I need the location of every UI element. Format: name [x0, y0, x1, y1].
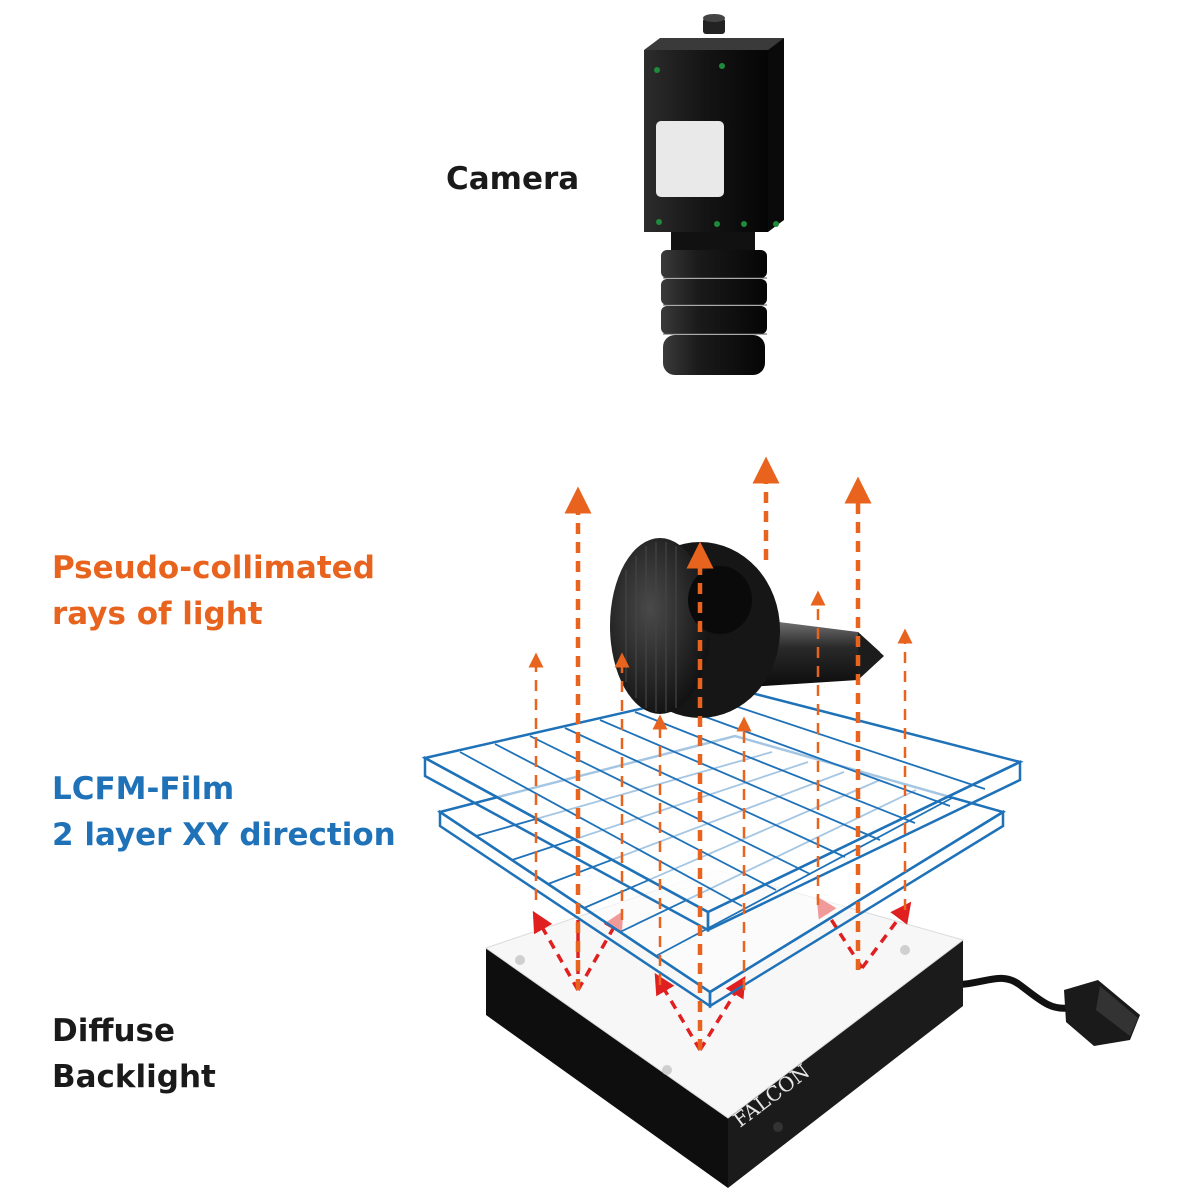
camera-label: Camera	[446, 161, 580, 197]
scatter-arrows	[532, 896, 912, 1051]
rays-label-line-1: Pseudo-collimated	[52, 550, 375, 586]
lcfm-film-upper	[421, 686, 1024, 933]
film-label-line-1: LCFM-Film	[52, 771, 235, 807]
backlight-label-line-1: Diffuse	[52, 1013, 176, 1049]
backlight-label: Diffuse Backlight	[52, 1008, 216, 1100]
collimated-rays	[528, 456, 913, 1050]
camera-icon	[644, 14, 784, 375]
backlight-label-line-2: Backlight	[52, 1059, 216, 1095]
knob-object-icon	[610, 538, 884, 718]
rays-label-line-2: rays of light	[52, 596, 263, 632]
rays-label: Pseudo-collimated rays of light	[52, 545, 375, 637]
film-label: LCFM-Film 2 layer XY direction	[52, 766, 396, 858]
film-label-line-2: 2 layer XY direction	[52, 817, 396, 853]
